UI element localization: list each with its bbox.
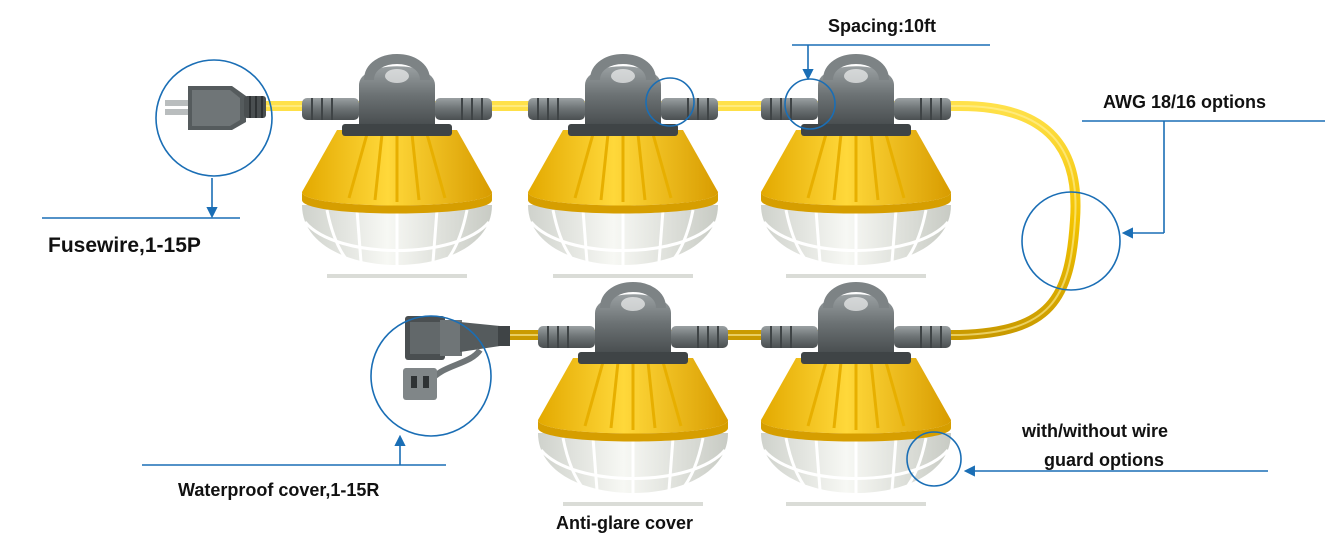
receptacle-callout-circle — [370, 315, 492, 437]
wire-guard-callout-circle — [906, 431, 962, 487]
lamp-fixture-4 — [538, 287, 728, 508]
waterproof-cover-label: Waterproof cover,1-15R — [178, 480, 380, 500]
spacing-label: Spacing:10ft — [828, 16, 937, 36]
lamp-fixture-2 — [528, 59, 718, 280]
plug-callout-circle — [155, 59, 273, 177]
lamp-fixture-5 — [761, 287, 951, 508]
wire-guard-label-line-1: with/without wire — [1022, 421, 1168, 441]
awg-label: AWG 18/16 options — [1103, 92, 1267, 112]
male-plug-icon — [165, 86, 266, 130]
female-receptacle-icon — [403, 316, 510, 400]
lamp-fixture-1 — [302, 59, 492, 280]
wire-guard-label-line-2: guard options — [1044, 450, 1164, 470]
fusewire-label: Fusewire,1-15P — [48, 234, 201, 257]
cord-gauge-callout-circle — [1021, 191, 1121, 291]
connector-callout-circle-1 — [645, 77, 695, 127]
lamp-fixture-3 — [761, 59, 951, 280]
anti-glare-label: Anti-glare cover — [556, 513, 694, 533]
